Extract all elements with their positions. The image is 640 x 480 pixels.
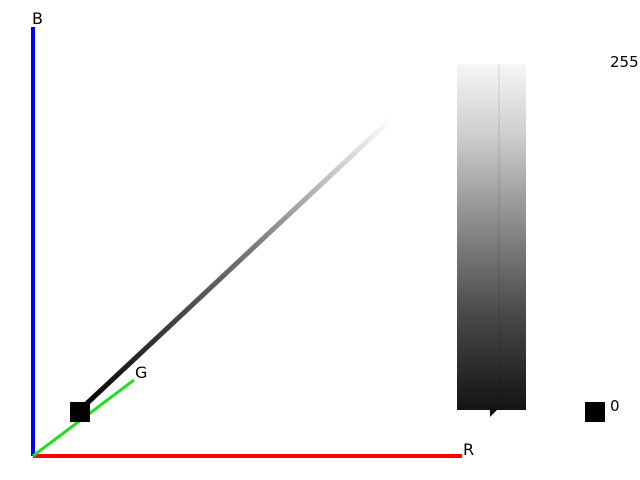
slider-handle-marker[interactable]: [490, 408, 499, 417]
current-color-swatch: [585, 402, 605, 422]
g-axis-label: G: [135, 363, 148, 382]
gray-scale-slider[interactable]: [457, 64, 526, 410]
gray-diagonal-line: [80, 116, 394, 410]
current-color-point[interactable]: [70, 402, 90, 422]
r-axis-label: R: [463, 440, 475, 459]
scale-max-label: 255: [610, 53, 639, 71]
b-axis-label: B: [32, 9, 43, 28]
slider-divider: [498, 64, 500, 410]
scale-min-label: 0: [610, 397, 620, 415]
